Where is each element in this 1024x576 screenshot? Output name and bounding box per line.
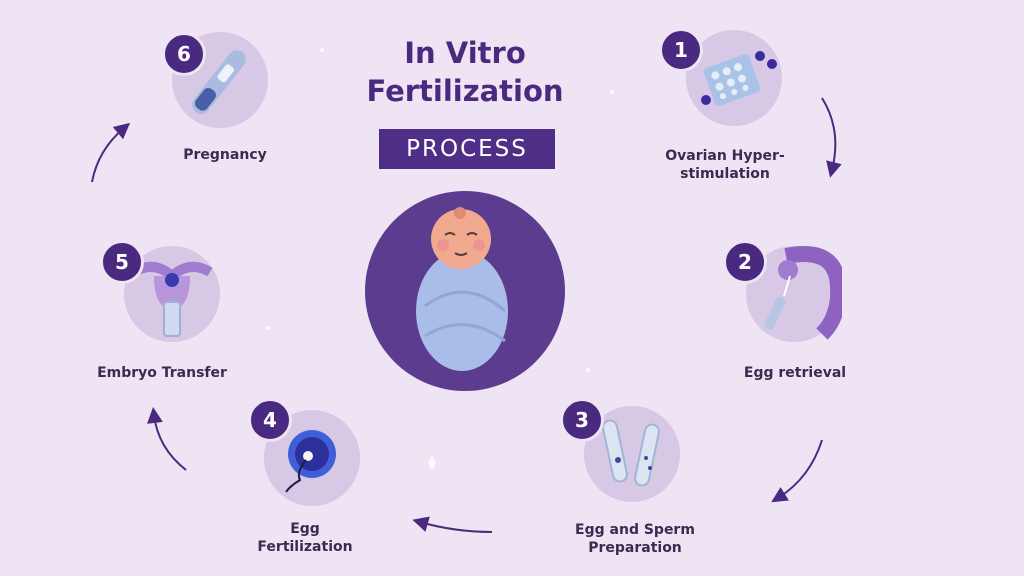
step-1-label-line-1: Ovarian Hyper- <box>665 148 785 164</box>
swaddled-baby-icon <box>416 207 508 371</box>
title-line-1: In Vitro <box>404 36 526 70</box>
sparkle <box>610 90 614 94</box>
step-4-label-line-1: Egg <box>290 521 320 537</box>
step-4-label-line-2: Fertilization <box>257 539 353 555</box>
step-6-label-line-1: Pregnancy <box>183 147 267 163</box>
step-2-label: Egg retrieval <box>700 364 890 382</box>
uterus-icon <box>131 261 213 337</box>
step-2-label-line-1: Egg retrieval <box>743 365 847 381</box>
arrow-2-to-3 <box>771 439 823 503</box>
center-baby-circle <box>365 191 565 391</box>
step-3-label-line-2: Preparation <box>588 540 682 556</box>
sparkle <box>266 326 270 330</box>
step-6-number: 6 <box>162 32 206 76</box>
arrow-5-to-6 <box>91 122 131 183</box>
step-6-label: Pregnancy <box>130 146 320 164</box>
arrow-1-to-2 <box>821 97 842 178</box>
test-tubes-icon <box>602 419 660 487</box>
process-badge: PROCESS <box>379 129 555 169</box>
step-2-number: 2 <box>723 240 767 284</box>
pregnancy-test-icon <box>192 50 246 114</box>
step-1-number: 1 <box>659 28 703 72</box>
step-3-label-line-1: Egg and Sperm <box>575 522 695 538</box>
page-title: In Vitro Fertilization <box>340 34 590 110</box>
step-5-label-line-1: Embryo Transfer <box>97 365 227 381</box>
step-1-label-line-2: stimulation <box>680 166 770 182</box>
egg-sperm-icon <box>285 430 336 493</box>
pill-pack-icon <box>701 51 777 106</box>
arrow-3-to-4 <box>412 516 493 533</box>
step-4-number: 4 <box>248 398 292 442</box>
step-3-label: Egg and Sperm Preparation <box>540 521 730 557</box>
step-5-label: Embryo Transfer <box>67 364 257 382</box>
sparkle <box>428 455 436 471</box>
step-4-label: Egg Fertilization <box>210 520 400 556</box>
step-1-label: Ovarian Hyper- stimulation <box>630 147 820 183</box>
title-line-2: Fertilization <box>366 74 564 108</box>
sparkle <box>320 48 324 52</box>
arrow-4-to-5 <box>147 407 187 471</box>
sparkle <box>586 368 590 372</box>
egg-retrieval-icon <box>764 246 842 340</box>
step-3-number: 3 <box>560 398 604 442</box>
step-5-number: 5 <box>100 240 144 284</box>
